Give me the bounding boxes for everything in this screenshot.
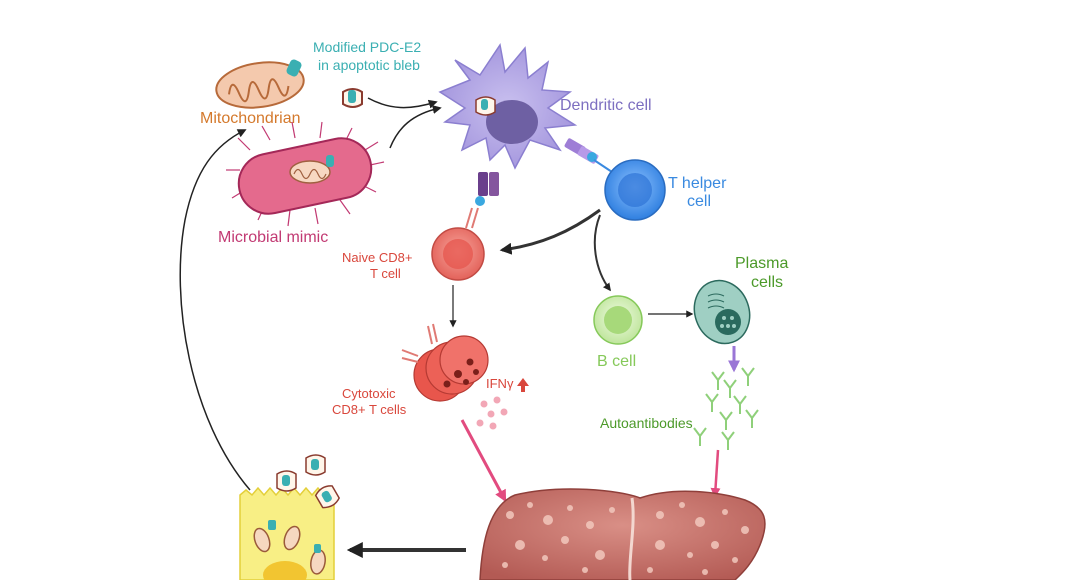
- ifng-label: IFNγ: [486, 376, 514, 391]
- t-helper-label-line2: cell: [687, 193, 711, 210]
- plasma-label-line1: Plasma: [735, 255, 788, 272]
- cytotoxic-label-line2: CD8+ T cells: [332, 402, 407, 417]
- liver-icon: [479, 488, 766, 580]
- naive-cd8-label-line1: Naive CD8+: [342, 250, 412, 265]
- autoantibodies-label: Autoantibodies: [600, 415, 693, 431]
- plasma-label-line2: cells: [751, 274, 783, 291]
- mitochondrian-label: Mitochondrian: [200, 110, 301, 127]
- cytotoxic-cd8-cells-icon: [401, 323, 489, 402]
- t-helper-label-line1: T helper: [668, 175, 727, 192]
- cholangiocyte-icon: [239, 486, 335, 580]
- thelper-to-naive-arrow: [499, 208, 601, 255]
- apoptotic-bleb-icon: [342, 88, 363, 108]
- modified-pdc-label-line2: in apoptotic bleb: [318, 57, 420, 73]
- cytotoxic-to-liver-arrow: [460, 419, 507, 503]
- mitochondrion-icon: [215, 59, 305, 109]
- cholangiocyte-blebs: [276, 454, 341, 509]
- dendritic-cell-icon: [438, 43, 578, 170]
- mhc-tcr-synapse-right: [564, 138, 613, 173]
- dendritic-cell-label: Dendritic cell: [560, 97, 652, 114]
- cytotoxic-label-line1: Cytotoxic: [342, 386, 396, 401]
- microbial-mimic-label: Microbial mimic: [218, 229, 328, 246]
- microbial-mimic-icon: [226, 121, 385, 227]
- loop-back-arrow: [179, 129, 251, 491]
- naive-cd8-label-line2: T cell: [370, 266, 401, 281]
- bleb-to-dc-arrow: [367, 97, 438, 109]
- plasma-cell-icon: [693, 279, 751, 345]
- b-cell-nucleus: [604, 306, 632, 334]
- ifng-particles: [476, 396, 508, 430]
- thelper-to-bcell-arrow: [593, 214, 611, 292]
- modified-pdc-label-line1: Modified PDC-E2: [313, 39, 421, 55]
- naive-cd8-nucleus: [443, 239, 473, 269]
- autoantibody-icons: [693, 367, 759, 450]
- mimic-to-dc-arrow: [389, 105, 442, 149]
- t-helper-nucleus: [618, 173, 652, 207]
- antibodies-to-liver-arrow: [710, 449, 721, 498]
- b-cell-label: B cell: [597, 353, 636, 370]
- up-arrow-icon: [517, 378, 529, 392]
- mhc-tcr-synapse-left: [465, 172, 499, 229]
